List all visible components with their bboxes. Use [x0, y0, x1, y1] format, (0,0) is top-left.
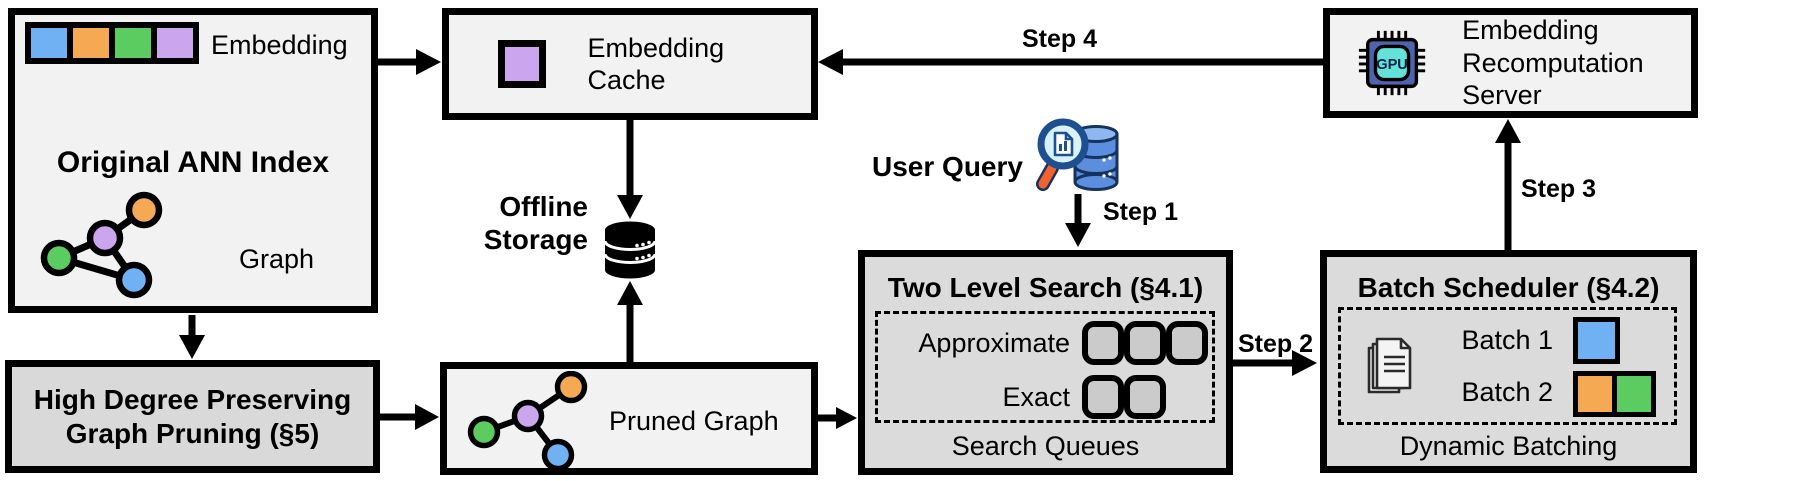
arrow-ann-to-cache	[378, 49, 441, 75]
arrow-pruned-to-storage	[617, 281, 643, 364]
pruned-graph-label: Pruned Graph	[609, 406, 779, 436]
search-queues-area: Approximate Exact	[875, 311, 1215, 423]
gpu-chip-text: GPU	[1376, 57, 1408, 73]
exact-label: Exact	[1002, 381, 1070, 412]
user-query-label: User Query	[872, 151, 1023, 182]
step-4-label: Step 4	[1022, 25, 1098, 53]
database-icon	[603, 221, 657, 279]
arrow-scheduler-to-server	[1495, 119, 1521, 250]
arrow-query-to-search	[1065, 194, 1091, 247]
step-3-label: Step 3	[1521, 175, 1597, 203]
two-level-search-box: Two Level Search (§4.1) Approximate Exac…	[858, 250, 1233, 475]
graph-pruning-box: High Degree Preserving Graph Pruning (§5…	[5, 360, 380, 473]
search-queues-footer: Search Queues	[951, 431, 1140, 461]
embedding-label: Embedding	[211, 30, 348, 60]
recomputation-server-box: GPU Embedding Recomputation Server	[1323, 8, 1698, 118]
dynamic-batching-footer: Dynamic Batching	[1399, 431, 1618, 461]
exact-queue-row: Exact	[878, 370, 1212, 424]
pruned-graph-icon	[467, 371, 588, 471]
batch2-green-square	[1612, 371, 1656, 417]
embedding-cache-title: Embedding Cache	[587, 32, 725, 95]
arrow-pruning-to-pruned	[380, 404, 439, 430]
exact-queue-slot	[1124, 375, 1166, 419]
approximate-queue-slot	[1124, 321, 1166, 365]
original-ann-index-box: Embedding Original ANN Index Graph	[8, 8, 378, 313]
cached-embedding-square-icon	[497, 40, 546, 88]
arrow-ann-to-pruning	[179, 315, 205, 359]
magnifier-over-database-icon	[1036, 118, 1119, 191]
pruned-graph-box: Pruned Graph	[440, 362, 818, 475]
approximate-queue-row: Approximate	[878, 316, 1212, 370]
ann-graph-label: Graph	[239, 244, 315, 274]
batch2-orange-square	[1573, 371, 1617, 417]
step-2-label: Step 2	[1238, 330, 1314, 358]
approximate-queue-slot	[1082, 321, 1124, 365]
embedding-cell-purple	[157, 28, 193, 58]
exact-queue-slot	[1082, 375, 1124, 419]
offline-storage-label: Offline Storage	[483, 191, 588, 256]
arrow-pruned-to-search	[818, 407, 857, 429]
batch-scheduler-box: Batch Scheduler (§4.2) Batch 1 Batch 2	[1320, 250, 1697, 473]
arrow-cache-to-storage	[617, 118, 643, 219]
batch1-label: Batch 1	[1461, 325, 1553, 355]
ann-graph-icon	[40, 191, 163, 299]
recomputation-server-title: Embedding Recomputation Server	[1462, 15, 1644, 111]
stacked-documents-icon	[1367, 337, 1412, 394]
batch1-blue-square	[1573, 317, 1620, 364]
embedding-cell-orange	[73, 28, 109, 58]
embedding-strip-icon	[25, 22, 199, 64]
graph-pruning-title: High Degree Preserving Graph Pruning (§5…	[33, 384, 352, 449]
two-level-search-title: Two Level Search (§4.1)	[887, 272, 1204, 303]
embedding-cache-box: Embedding Cache	[442, 8, 818, 120]
gpu-chip-icon: GPU	[1358, 30, 1426, 96]
step-1-label: Step 1	[1103, 198, 1179, 226]
approximate-queue-slot	[1166, 321, 1208, 365]
batch2-label: Batch 2	[1461, 377, 1553, 407]
batch-scheduler-title: Batch Scheduler (§4.2)	[1357, 272, 1660, 303]
embedding-cell-blue	[31, 28, 67, 58]
approximate-label: Approximate	[918, 327, 1070, 358]
ann-index-title: Original ANN Index	[56, 146, 330, 179]
embedding-cell-green	[115, 28, 151, 58]
dynamic-batching-area: Batch 1 Batch 2	[1338, 307, 1677, 425]
